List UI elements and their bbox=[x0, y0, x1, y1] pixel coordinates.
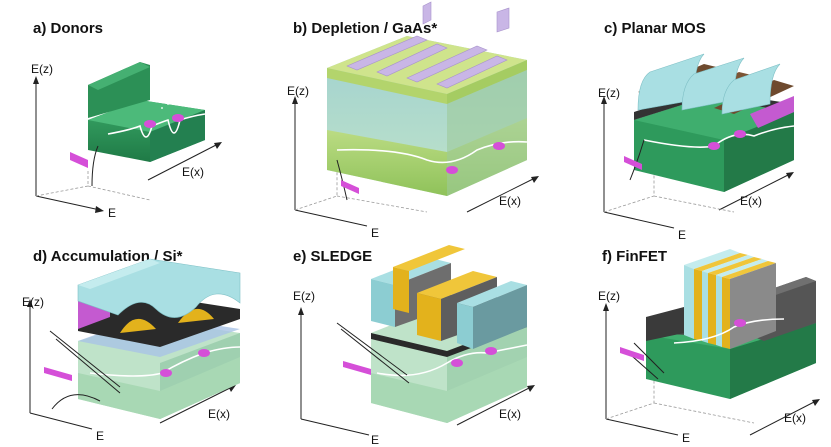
axis-label-e: E bbox=[678, 228, 687, 242]
axis-label-e: E bbox=[682, 431, 691, 445]
axis-label-ex: E(x) bbox=[740, 194, 762, 208]
axis-label-ez: E(z) bbox=[31, 62, 53, 76]
depletion-device-illustration bbox=[292, 1, 539, 227]
finfet-device-illustration bbox=[603, 249, 820, 436]
axis-label-ex: E(x) bbox=[182, 165, 204, 179]
axis-label-e: E bbox=[96, 429, 105, 443]
axis-label-e: E bbox=[371, 433, 380, 447]
axis-label-ex: E(x) bbox=[499, 407, 521, 421]
accumulation-device-illustration bbox=[27, 258, 241, 430]
panel-accumulation-si: d) Accumulation / Si* E(z) E(x) E bbox=[0, 223, 277, 446]
axis-label-ex: E(x) bbox=[784, 411, 806, 425]
sledge-device-illustration bbox=[298, 245, 535, 436]
panel-donors: a) Donors E(z) E( bbox=[0, 0, 277, 223]
panel-finfet: f) FinFET bbox=[554, 223, 831, 446]
panel-title: f) FinFET bbox=[602, 248, 667, 265]
panel-depletion-gaas: b) Depletion / GaAs* bbox=[277, 0, 554, 240]
axis-label-ez: E(z) bbox=[598, 289, 620, 303]
planar-mos-device-illustration bbox=[601, 53, 795, 229]
donors-device-illustration bbox=[33, 62, 222, 213]
axis-label-ez: E(z) bbox=[598, 86, 620, 100]
panel-sledge: e) SLEDGE bbox=[277, 223, 554, 447]
panel-title: c) Planar MOS bbox=[604, 20, 706, 37]
axis-label-ez: E(z) bbox=[22, 295, 44, 309]
axis-label-ex: E(x) bbox=[499, 194, 521, 208]
axis-label-ex: E(x) bbox=[208, 407, 230, 421]
axis-label-e: E bbox=[371, 226, 380, 240]
axis-label-e: E bbox=[108, 206, 117, 220]
axis-label-ez: E(z) bbox=[293, 289, 315, 303]
axis-label-ez: E(z) bbox=[287, 84, 309, 98]
panel-title: e) SLEDGE bbox=[293, 248, 373, 265]
panel-planar-mos: c) Planar MOS E(z) E(x) E bbox=[554, 0, 831, 242]
panel-title: b) Depletion / GaAs* bbox=[293, 20, 438, 37]
panel-title: a) Donors bbox=[33, 20, 104, 37]
